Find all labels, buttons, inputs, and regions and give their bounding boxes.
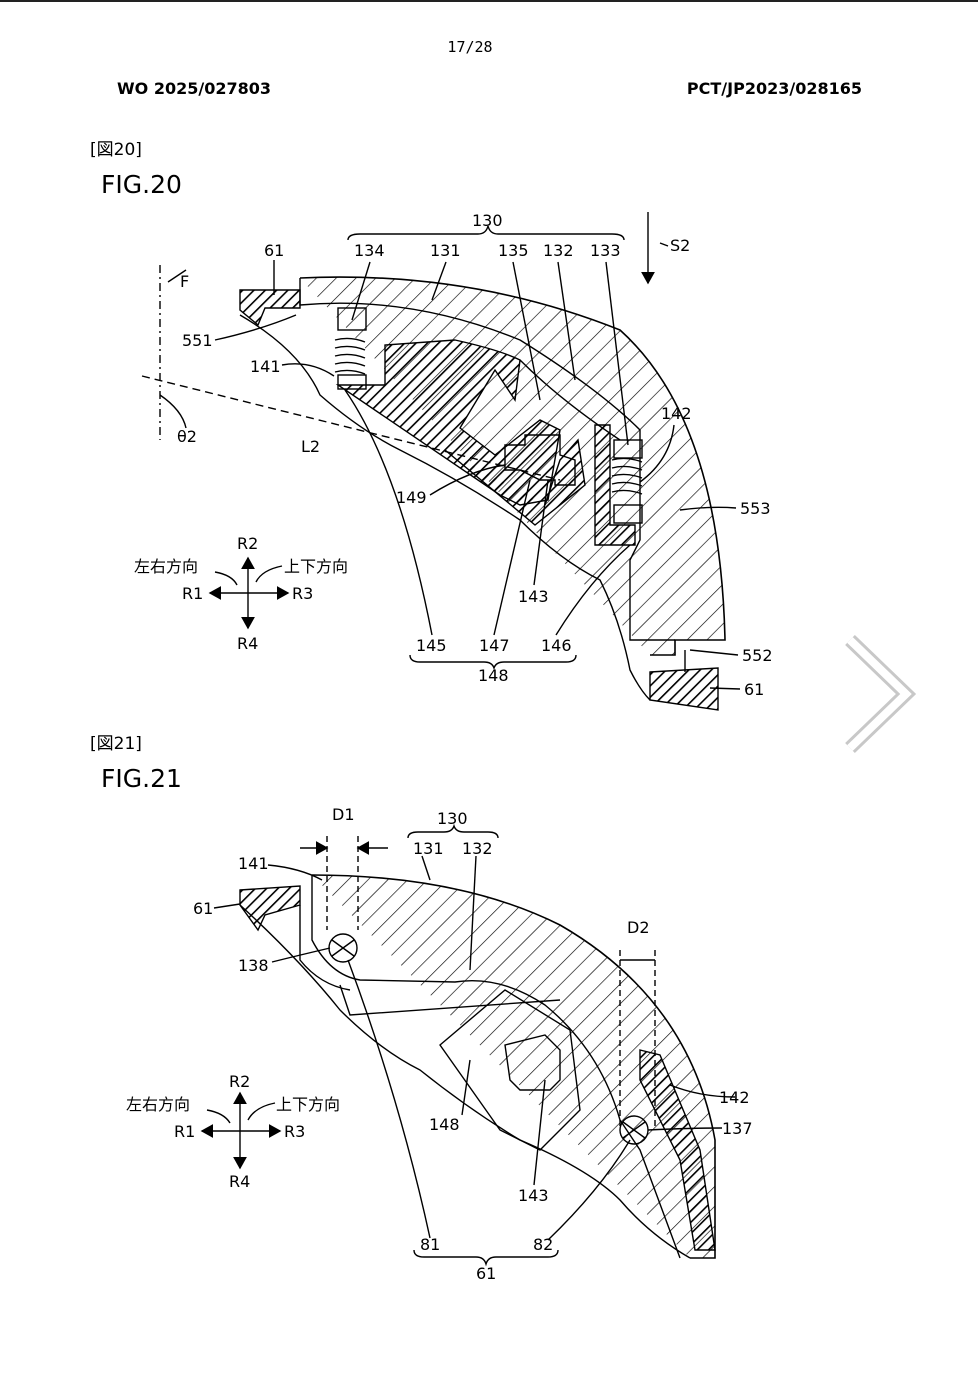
label-133: 133 xyxy=(590,241,621,260)
fig20-title: FIG.20 xyxy=(101,170,182,199)
label-146: 146 xyxy=(541,636,572,655)
label-130: 130 xyxy=(437,809,468,828)
label-148: 148 xyxy=(429,1115,460,1134)
chevron-right-icon xyxy=(845,634,916,754)
fig21-tag: [図21] xyxy=(90,734,142,754)
compass-up: R2 xyxy=(229,1072,250,1091)
label-132: 132 xyxy=(543,241,574,260)
label-61: 61 xyxy=(193,899,213,918)
page-number: 17/28 xyxy=(447,38,493,56)
label-148: 148 xyxy=(478,666,509,685)
compass-left: R1 xyxy=(174,1122,195,1141)
label-138: 138 xyxy=(238,956,269,975)
label-F: F xyxy=(180,272,189,291)
compass-down: R4 xyxy=(229,1172,250,1191)
label-S2: S2 xyxy=(670,236,690,255)
label-132: 132 xyxy=(462,839,493,858)
compass-down: R4 xyxy=(237,634,258,653)
label-131: 131 xyxy=(413,839,444,858)
label-D1: D1 xyxy=(332,805,355,824)
label-552: 552 xyxy=(742,646,773,665)
fig20-drawing xyxy=(141,212,741,711)
label-149: 149 xyxy=(396,488,427,507)
fig21-title: FIG.21 xyxy=(101,764,182,793)
label-553: 553 xyxy=(740,499,771,518)
compass-lr-label: 左右方向 xyxy=(126,1095,190,1114)
label-141: 141 xyxy=(238,854,269,873)
fig21-labels: D1 130 131 132 141 61 138 D2 142 137 148… xyxy=(126,805,753,1283)
publication-number: WO 2025/027803 xyxy=(117,79,271,98)
compass-ud-label: 上下方向 xyxy=(276,1095,340,1114)
compass-right: R3 xyxy=(292,584,313,603)
label-L2: L2 xyxy=(301,437,320,456)
label-130: 130 xyxy=(472,211,503,230)
label-143: 143 xyxy=(518,587,549,606)
label-135: 135 xyxy=(498,241,529,260)
application-number: PCT/JP2023/028165 xyxy=(686,79,862,98)
next-page-chevron-right-icon[interactable] xyxy=(836,632,916,756)
label-D2: D2 xyxy=(627,918,650,937)
fig21-drawing xyxy=(200,823,736,1267)
label-134: 134 xyxy=(354,241,385,260)
label-142: 142 xyxy=(661,404,692,423)
label-551: 551 xyxy=(182,331,213,350)
compass-up: R2 xyxy=(237,534,258,553)
label-143: 143 xyxy=(518,1186,549,1205)
label-131: 131 xyxy=(430,241,461,260)
label-145: 145 xyxy=(416,636,447,655)
fig20-tag: [図20] xyxy=(90,140,142,160)
label-61: 61 xyxy=(264,241,284,260)
label-61b: 61 xyxy=(744,680,764,699)
label-theta2: θ2 xyxy=(177,427,197,446)
label-147: 147 xyxy=(479,636,510,655)
label-82: 82 xyxy=(533,1235,553,1254)
compass-lr-label: 左右方向 xyxy=(134,557,198,576)
compass-ud-label: 上下方向 xyxy=(284,557,348,576)
label-137: 137 xyxy=(722,1119,753,1138)
compass-left: R1 xyxy=(182,584,203,603)
label-142: 142 xyxy=(719,1088,750,1107)
label-141: 141 xyxy=(250,357,281,376)
fig20-labels: 130 61 134 131 135 132 133 S2 F 551 141 … xyxy=(134,211,773,699)
page-top-rule xyxy=(0,0,978,2)
label-61b: 61 xyxy=(476,1264,496,1283)
compass-right: R3 xyxy=(284,1122,305,1141)
label-81: 81 xyxy=(420,1235,440,1254)
